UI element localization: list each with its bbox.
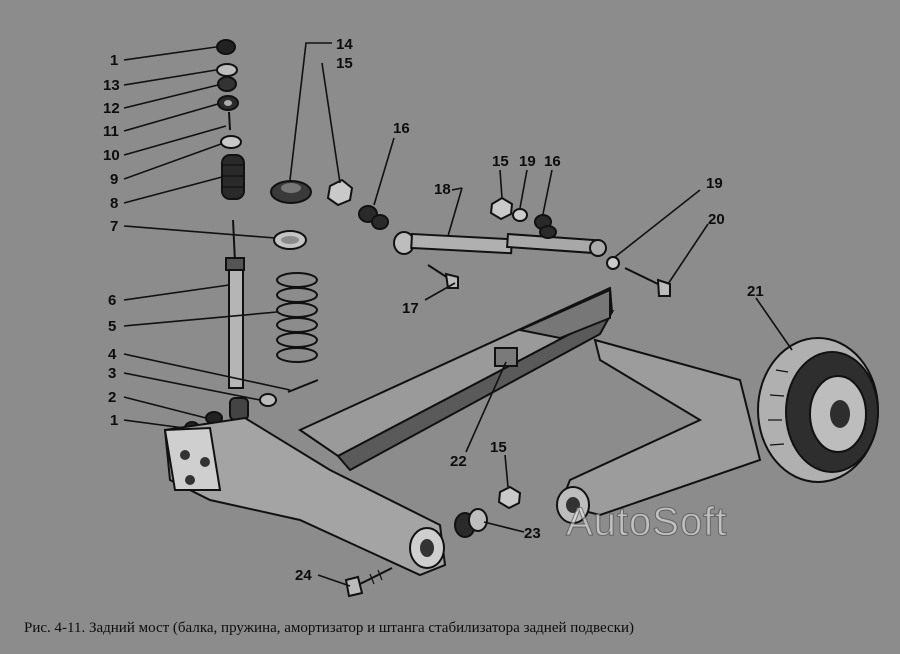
label-part-10: 10 [103,147,120,164]
label-part-19-mid: 19 [519,153,536,170]
label-part-1-top: 1 [110,52,118,69]
bushing-mid-2 [539,225,557,239]
label-part-3: 3 [108,365,116,382]
stabilizer-rod [393,231,607,257]
label-part-17: 17 [402,300,419,317]
rubber-bushing-top [358,205,389,230]
label-part-15-lower: 15 [490,439,507,456]
label-part-7: 7 [110,218,118,235]
rod-bolt-right [624,267,671,297]
washer-mid [512,208,528,222]
label-part-16-top: 16 [393,120,410,137]
arm-bolt [344,567,393,598]
stabilizer-bracket [494,347,518,367]
label-part-19-right: 19 [706,175,723,192]
rod-bolt [427,264,459,289]
label-part-11: 11 [103,123,119,140]
label-part-8: 8 [110,195,118,212]
label-part-21: 21 [747,283,764,300]
brake-drum [757,337,879,483]
figure-caption: Рис. 4-11. Задний мост (балка, пружина, … [24,620,634,636]
label-part-2: 2 [108,389,116,406]
parts-layer [163,39,879,598]
watermark-text: AutoSoft [565,500,728,545]
label-part-5: 5 [108,318,116,335]
nut-top [326,178,354,207]
leader-lines [123,42,793,587]
label-part-16-mid: 16 [544,153,561,170]
label-part-22: 22 [450,453,467,470]
label-part-1-bottom: 1 [110,412,118,429]
label-part-6: 6 [108,292,116,309]
spring-seat-ring-hole [281,236,299,244]
label-part-12: 12 [103,100,120,117]
label-part-14: 14 [336,36,353,53]
label-part-20: 20 [708,211,725,228]
coil-spring [276,272,318,363]
part-number-labels: 1 13 12 11 10 9 8 7 6 5 4 3 2 1 14 15 16… [103,36,764,584]
label-part-15-mid: 15 [492,153,509,170]
label-part-9: 9 [110,171,118,188]
label-part-15-top: 15 [336,55,353,72]
label-part-24: 24 [295,567,312,584]
label-part-13: 13 [103,77,120,94]
rear-axle-beam [163,286,762,577]
nut-mid [489,196,514,221]
shock-buffer [221,154,245,200]
nut-lower [497,485,522,510]
label-part-23: 23 [524,525,541,542]
shock-absorber [225,219,249,421]
spring-insulator [270,180,312,204]
washer-right [606,256,620,270]
shock-top-fasteners [216,39,242,149]
label-part-18: 18 [434,181,451,198]
label-part-4: 4 [108,346,117,363]
silent-block [454,508,488,538]
